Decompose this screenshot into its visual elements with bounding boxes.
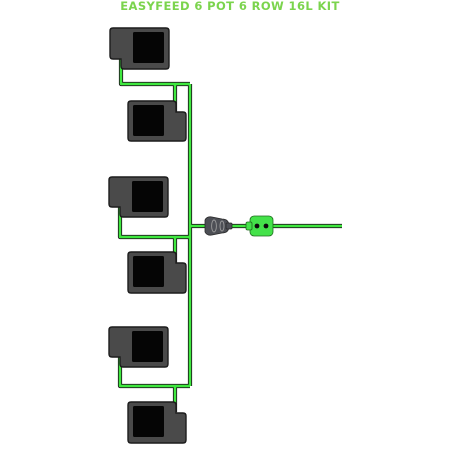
pot-4 [127, 251, 187, 294]
pot-2 [127, 100, 187, 142]
pot-1 [109, 27, 170, 70]
branch-tube-3 [118, 207, 190, 239]
shutoff-valve [204, 216, 233, 236]
page-title: EASYFEED 6 POT 6 ROW 16L KIT [120, 0, 340, 13]
pot-5 [108, 326, 169, 368]
pot-3 [108, 176, 169, 218]
branch-tube-5 [118, 357, 190, 388]
pot-6 [127, 401, 187, 444]
feed-connector [245, 215, 274, 237]
